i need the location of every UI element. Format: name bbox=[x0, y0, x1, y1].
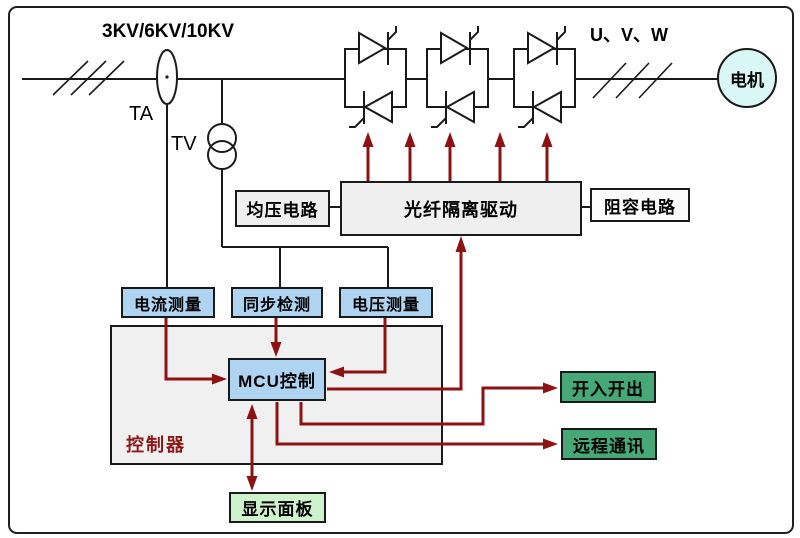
tv-label: TV bbox=[171, 133, 197, 155]
equalizing-circuit-box: 均压电路 bbox=[235, 190, 330, 227]
fiber-isolation-drive-box: 光纤隔离驱动 bbox=[340, 181, 582, 236]
motor-label: 电机 bbox=[730, 70, 764, 90]
incoming-voltage-label: 3KV/6KV/10KV bbox=[102, 21, 235, 42]
display-panel-label: 显示面板 bbox=[241, 500, 314, 519]
sync-detect-box: 同步检测 bbox=[231, 287, 323, 318]
voltage-measure-label: 电压测量 bbox=[351, 296, 420, 314]
digital-io-box: 开入开出 bbox=[560, 371, 656, 403]
remote-comm-label: 远程通讯 bbox=[573, 436, 645, 456]
mcu-control-box: MCU控制 bbox=[228, 358, 326, 401]
equalizing-circuit-label: 均压电路 bbox=[246, 201, 319, 220]
phase-uvw-label: U、V、W bbox=[590, 25, 668, 45]
current-measure-label: 电流测量 bbox=[133, 296, 202, 314]
digital-io-label: 开入开出 bbox=[572, 379, 644, 399]
rc-snubber-box: 阻容电路 bbox=[590, 188, 690, 222]
controller-label: 控制器 bbox=[126, 435, 186, 455]
rc-snubber-label: 阻容电路 bbox=[604, 197, 676, 217]
remote-comm-box: 远程通讯 bbox=[561, 428, 657, 460]
motor-node: 电机 bbox=[717, 48, 777, 108]
voltage-measure-box: 电压测量 bbox=[339, 287, 433, 318]
fiber-isolation-drive-label: 光纤隔离驱动 bbox=[404, 199, 518, 220]
mcu-control-label: MCU控制 bbox=[238, 372, 316, 391]
ta-label: TA bbox=[129, 103, 154, 125]
display-panel-box: 显示面板 bbox=[229, 492, 326, 523]
current-measure-box: 电流测量 bbox=[121, 287, 215, 318]
sync-detect-label: 同步检测 bbox=[242, 296, 311, 314]
